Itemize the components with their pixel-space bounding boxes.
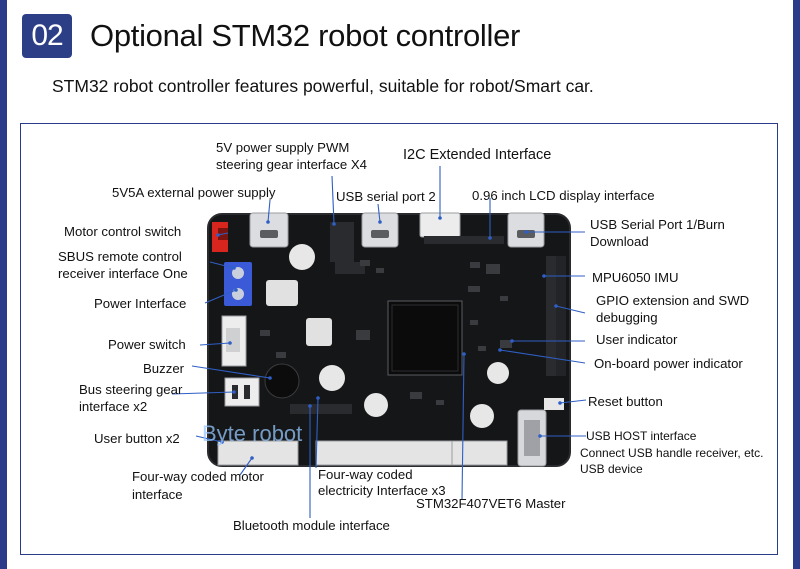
label-reset: Reset button (588, 394, 663, 409)
capacitor-top (289, 244, 315, 270)
encoder-connectors (315, 440, 465, 466)
label-power-interface: Power Interface (94, 296, 187, 311)
label-gpio-line2: debugging (596, 310, 658, 325)
label-connect-line2: USB device (580, 462, 643, 476)
watermark-text: Byte robot (202, 421, 303, 446)
left-border-strip (0, 0, 7, 569)
page-subtitle: STM32 robot controller features powerful… (52, 76, 594, 96)
page-title: Optional STM32 robot controller (90, 18, 521, 53)
label-ext-power: 5V5A external power supply (112, 185, 276, 200)
label-bus-line2: interface x2 (79, 399, 148, 414)
label-usb2: USB serial port 2 (336, 189, 436, 204)
label-bluetooth: Bluetooth module interface (233, 518, 390, 533)
lcd-header (424, 236, 504, 244)
label-mpu: MPU6050 IMU (592, 270, 679, 285)
label-gpio-line1: GPIO extension and SWD (596, 293, 750, 308)
label-usb-host: USB HOST interface (586, 429, 697, 443)
label-buzzer: Buzzer (143, 361, 185, 376)
buzzer-component (264, 363, 300, 399)
label-pwm-line1: 5V power supply PWM (216, 140, 350, 155)
label-usb1-line1: USB Serial Port 1/Burn (590, 217, 725, 232)
label-encoder-line2: electricity Interface x3 (318, 483, 446, 498)
motor-connectors (217, 440, 299, 466)
capacitor-right (487, 362, 509, 384)
label-user-indicator: User indicator (596, 332, 678, 347)
label-encoder-line1: Four-way coded (318, 467, 413, 482)
gpio-header (546, 256, 556, 376)
power-terminal (224, 262, 252, 306)
extra-connector (451, 440, 508, 466)
capacitor-low (364, 393, 388, 417)
label-sbus-line2: receiver interface One (58, 266, 188, 281)
inductor (266, 280, 298, 306)
label-motor-line2: interface (132, 487, 183, 502)
capacitor-br (470, 404, 494, 428)
label-pwm-line2: steering gear interface X4 (216, 157, 368, 172)
label-sbus-line1: SBUS remote control (58, 249, 182, 264)
bluetooth-header (290, 404, 352, 414)
label-bus-line1: Bus steering gear (79, 382, 183, 397)
pwm-header (330, 222, 354, 262)
label-user-button: User button x2 (94, 431, 180, 446)
stm32-mcu (387, 300, 463, 376)
label-onboard-indicator: On-board power indicator (594, 356, 743, 371)
label-lcd: 0.96 inch LCD display interface (472, 188, 655, 203)
label-motor-switch: Motor control switch (64, 224, 182, 239)
label-usb1-line2: Download (590, 234, 649, 249)
label-connect-line1: Connect USB handle receiver, etc. (580, 446, 764, 460)
label-motor-line1: Four-way coded motor (132, 469, 264, 484)
label-stm32: STM32F407VET6 Master (416, 496, 566, 511)
label-power-switch: Power switch (108, 337, 186, 352)
section-number-badge: 02 (22, 14, 72, 58)
right-border-strip (793, 0, 800, 569)
reset-button (544, 398, 564, 410)
regulator (306, 318, 332, 346)
sbus-header (335, 262, 365, 274)
capacitor-mid (319, 365, 345, 391)
label-i2c: I2C Extended Interface (403, 147, 552, 163)
